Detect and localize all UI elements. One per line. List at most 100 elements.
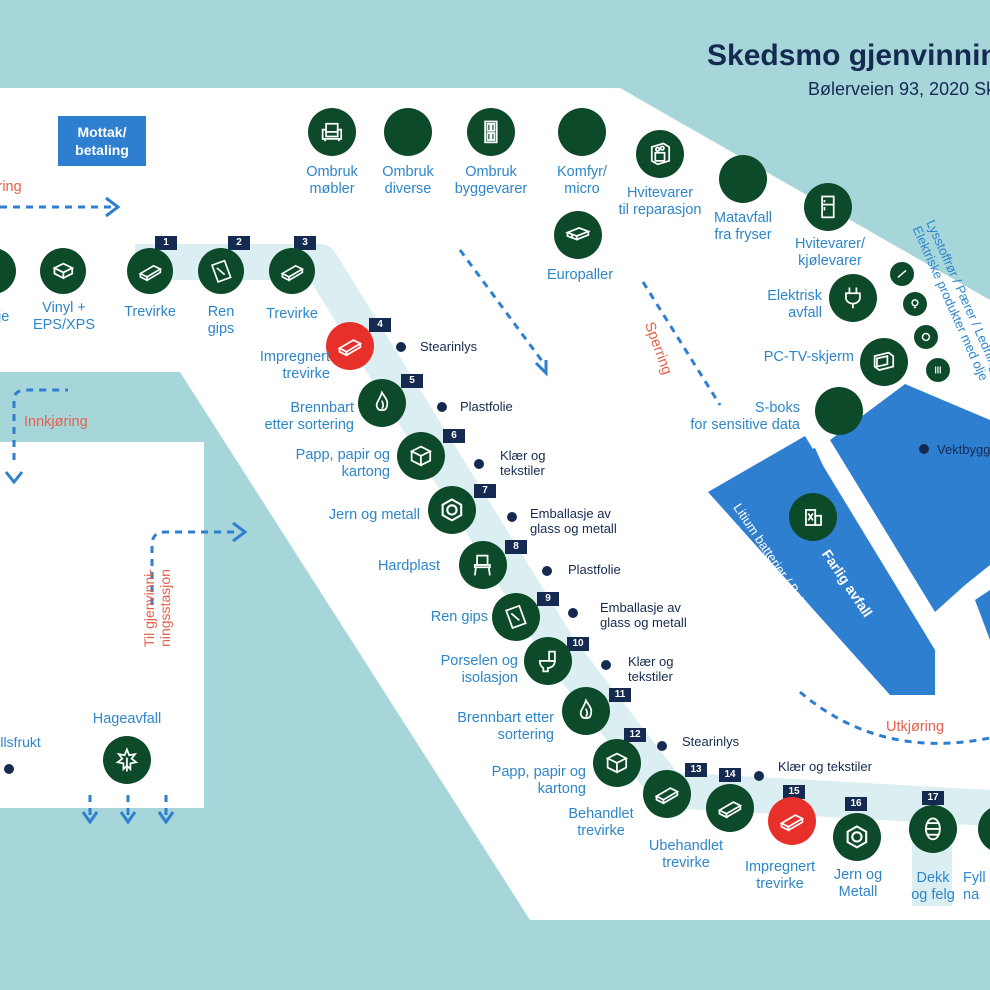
station-label: Impregnert trevirke bbox=[259, 349, 330, 382]
station-label: Dekk og felg bbox=[911, 870, 955, 903]
til-stasjon-label: Til gjenvinni- ningsstasjon bbox=[141, 568, 174, 648]
station-label: Brennbart etter sortering bbox=[457, 710, 554, 743]
container-dot bbox=[601, 660, 611, 670]
station-label: Fyll na bbox=[963, 870, 986, 903]
station-label: Ren gips bbox=[430, 609, 488, 625]
hazard-icon bbox=[789, 493, 837, 541]
blank-icon bbox=[558, 108, 606, 156]
station-label: Trevirke bbox=[266, 306, 318, 322]
blank-icon bbox=[978, 805, 990, 853]
container-dot bbox=[437, 402, 447, 412]
vekt-dot bbox=[919, 444, 929, 454]
reuse-label: Europaller bbox=[546, 267, 614, 283]
door-icon bbox=[467, 108, 515, 156]
container-label: Stearinlys bbox=[682, 734, 740, 749]
container-dot bbox=[568, 608, 578, 618]
foam-block-icon bbox=[40, 248, 86, 294]
hageavfall-label: Hageavfall bbox=[92, 711, 162, 727]
container-label: Klær og tekstiler bbox=[778, 759, 872, 774]
hazard-building bbox=[708, 436, 935, 695]
reuse-label: Elektrisk avfall bbox=[767, 288, 822, 321]
station-number: 1 bbox=[155, 236, 177, 250]
flame-icon bbox=[358, 379, 406, 427]
gypsum-icon bbox=[198, 248, 244, 294]
page-title: Skedsmo gjenvinningsstasjon bbox=[707, 39, 990, 72]
reuse-label: S-boks for sensitive data bbox=[690, 400, 800, 433]
station-number: 4 bbox=[369, 318, 391, 332]
station-number: 3 bbox=[294, 236, 316, 250]
blank-icon bbox=[0, 248, 16, 294]
main-ground bbox=[0, 88, 990, 920]
chair-icon bbox=[459, 541, 507, 589]
reuse-label: Hvitevarer/ kjølevarer bbox=[794, 236, 866, 269]
station-number: 16 bbox=[845, 797, 867, 811]
reuse-label: PC-TV-skjerm bbox=[763, 349, 854, 365]
traffic-arrows bbox=[0, 205, 990, 818]
monitor-icon bbox=[860, 338, 908, 386]
station-number: 15 bbox=[783, 785, 805, 799]
nut-icon bbox=[428, 486, 476, 534]
wood-icon bbox=[326, 322, 374, 370]
container-label: Stearinlys bbox=[420, 339, 478, 354]
wood-icon bbox=[768, 797, 816, 845]
container-label: Emballasje av glass og metall bbox=[600, 600, 687, 630]
fallfrukt-dot bbox=[4, 764, 14, 774]
station-label: Jern og metall bbox=[328, 507, 420, 523]
tire-icon bbox=[909, 805, 957, 853]
container-label: Klær og tekstiler bbox=[628, 654, 674, 684]
container-label: Emballasje av glass og metall bbox=[530, 506, 617, 536]
toilet-icon bbox=[524, 637, 572, 685]
container-label: Klær og tekstiler bbox=[500, 448, 546, 478]
wood-icon bbox=[706, 784, 754, 832]
vekt-building bbox=[830, 384, 990, 612]
reuse-label: Ombruk byggevarer bbox=[454, 164, 528, 197]
station-number: 7 bbox=[474, 484, 496, 498]
station-label: Trevirke bbox=[124, 304, 176, 320]
blank-icon bbox=[719, 155, 767, 203]
leaf-icon bbox=[103, 736, 151, 784]
container-dot bbox=[542, 566, 552, 576]
container-label: Plastfolie bbox=[460, 399, 513, 414]
station-label: Ubehandlet trevirke bbox=[648, 838, 724, 871]
station-label: Behandlet trevirke bbox=[568, 806, 634, 839]
container-dot bbox=[507, 512, 517, 522]
station-number: 6 bbox=[443, 429, 465, 443]
container-label: Plastfolie bbox=[568, 562, 621, 577]
station-number: 14 bbox=[719, 768, 741, 782]
building-right bbox=[975, 590, 990, 640]
arrow-heads bbox=[4, 196, 548, 825]
reuse-label: Ombruk diverse bbox=[382, 164, 434, 197]
wood-icon bbox=[643, 770, 691, 818]
container-dot bbox=[474, 459, 484, 469]
station-number: 17 bbox=[922, 791, 944, 805]
station-label: Papp, papir og kartong bbox=[295, 447, 390, 480]
station-number: 8 bbox=[505, 540, 527, 554]
fallfrukt-label: Fallsfrukt bbox=[0, 734, 41, 750]
tube-light-icon bbox=[890, 262, 914, 286]
container-dot bbox=[396, 342, 406, 352]
station-number: 10 bbox=[567, 637, 589, 651]
station-label: Hardplast bbox=[377, 558, 440, 574]
left-ground bbox=[0, 442, 204, 808]
page-subtitle: Bølerveien 93, 2020 Skedsmokorset bbox=[808, 79, 990, 99]
station-label: Jern og Metall bbox=[833, 867, 883, 900]
radiator-icon bbox=[926, 358, 950, 382]
station-label: Brennbart etter sortering bbox=[264, 400, 354, 433]
reuse-label: Hvitevarer til reparasjon bbox=[618, 185, 702, 218]
reception-box: Mottak/ betaling bbox=[58, 116, 146, 166]
plug-icon bbox=[829, 274, 877, 322]
station-number: 2 bbox=[228, 236, 250, 250]
station-number: 11 bbox=[609, 688, 631, 702]
flame-icon bbox=[562, 687, 610, 735]
station-number: 13 bbox=[685, 763, 707, 777]
fridge-icon bbox=[804, 183, 852, 231]
small-building bbox=[798, 448, 825, 476]
station-label: Ren gips bbox=[207, 304, 235, 337]
container-dot bbox=[754, 771, 764, 781]
vinyl-eps-label: Vinyl + EPS/XPS bbox=[32, 300, 96, 333]
reuse-label: Komfyr/ micro bbox=[557, 164, 607, 197]
left-partial-label: je bbox=[0, 309, 10, 325]
station-number: 12 bbox=[624, 728, 646, 742]
nut-icon bbox=[833, 813, 881, 861]
